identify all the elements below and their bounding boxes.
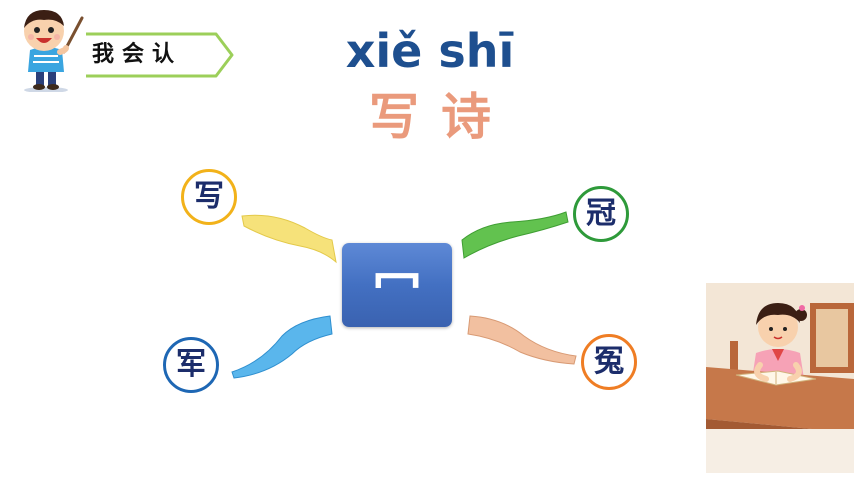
char-circle-yuan[interactable]: 冤 [581,334,637,390]
title-pinyin: xiě shī [345,24,515,78]
girl-writing-illustration [706,283,854,473]
boy-mascot-illustration [24,10,84,92]
radical-card [342,243,452,327]
char-circle-jun[interactable]: 军 [163,337,219,393]
ribbon-yellow [241,214,337,264]
ribbon-blue [231,315,333,379]
section-badge [86,32,234,78]
ribbon-green [461,211,569,259]
title-hanzi: 写诗 [369,88,513,146]
char-circle-xie[interactable]: 写 [181,169,237,225]
radical-text: 冖 [372,255,422,314]
ribbon-peach [467,315,577,365]
char-circle-guan[interactable]: 冠 [573,186,629,242]
section-badge-label: 我会认 [92,42,183,67]
